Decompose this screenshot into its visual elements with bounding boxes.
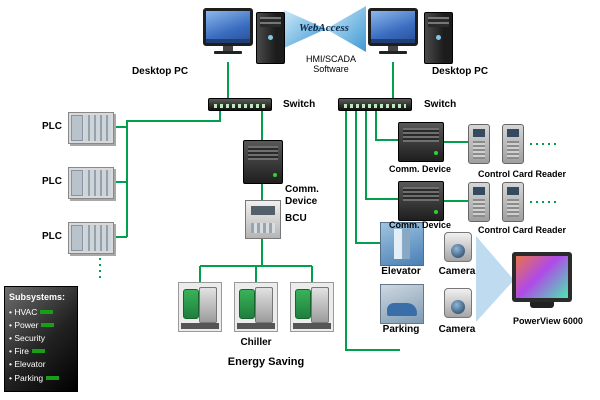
webaccess-logo-shape-right [326,6,366,52]
camera-1-label: Camera [438,266,476,277]
card-reader-2-label: Control Card Reader [477,225,566,235]
camera-2-label: Camera [438,324,476,335]
elevator-label: Elevator [381,266,421,277]
powerview-label: PowerView 6000 [513,316,583,326]
bcu-icon [245,200,281,239]
plc-2-icon [68,167,114,199]
webaccess-logo-text: WebAccess [299,22,349,34]
parking-photo-icon [380,284,424,324]
comm-device-2-icon [398,181,444,221]
subsystem-item-power: Power [9,319,73,332]
powerview-screen [516,256,568,298]
chiller-1-icon [178,282,222,332]
switch-right-icon [338,98,412,111]
comm-device-center-label: Comm. Device [285,184,319,207]
chiller-3-icon [290,282,334,332]
desktop-pc-right-label: Desktop PC [431,66,489,77]
plc-1-icon [68,112,114,144]
desktop-pc-right-tower-icon [424,12,453,64]
plc-1-label: PLC [42,121,62,132]
elevator-photo-icon [380,222,424,266]
subsystem-item-elevator: Elevator [9,358,73,371]
subsystems-title: Subsystems: [9,292,66,302]
plc-3-label: PLC [42,231,62,242]
subsystem-item-hvac: HVAC [9,306,73,319]
desktop-pc-left-label: Desktop PC [131,66,189,77]
hmi-scada-label: HMI/SCADA Software [305,54,356,75]
video-beam [476,236,514,322]
monitor-screen [368,8,418,46]
desktop-pc-left-monitor-icon [203,8,253,54]
card-reader-1b-icon [502,124,524,164]
energy-saving-label: Energy Saving [227,356,305,368]
camera-1-icon [444,232,472,262]
powerview-monitor-icon [512,252,572,308]
comm-device-1-label: Comm. Device [388,164,452,174]
comm-device-1-icon [398,122,444,162]
switch-left-icon [208,98,272,111]
chiller-2-icon [234,282,278,332]
subsystem-item-security: Security [9,332,73,345]
webaccess-logo-shape-left [284,10,326,48]
subsystems-list: HVAC Power Security Fire Elevator Parkin… [9,306,73,385]
bcu-label: BCU [285,213,307,224]
subsystem-item-parking: Parking [9,372,73,385]
subsystem-item-fire: Fire [9,345,73,358]
card-reader-1a-icon [468,124,490,164]
plc-3-icon [68,222,114,254]
card-reader-1-label: Control Card Reader [477,169,566,179]
chiller-label: Chiller [240,337,272,348]
card-reader-2a-icon [468,182,490,222]
switch-left-label: Switch [283,99,316,110]
card-reader-2b-icon [502,182,524,222]
switch-right-label: Switch [424,99,457,110]
comm-device-2-label: Comm. Device [388,220,452,230]
comm-device-center-icon [243,140,283,184]
plc-2-label: PLC [42,176,62,187]
desktop-pc-right-monitor-icon [368,8,418,54]
subsystems-panel: Subsystems: HVAC Power Security Fire Ele… [4,286,78,392]
monitor-screen [203,8,253,46]
desktop-pc-left-tower-icon [256,12,285,64]
camera-2-icon [444,288,472,318]
parking-label: Parking [382,324,420,335]
